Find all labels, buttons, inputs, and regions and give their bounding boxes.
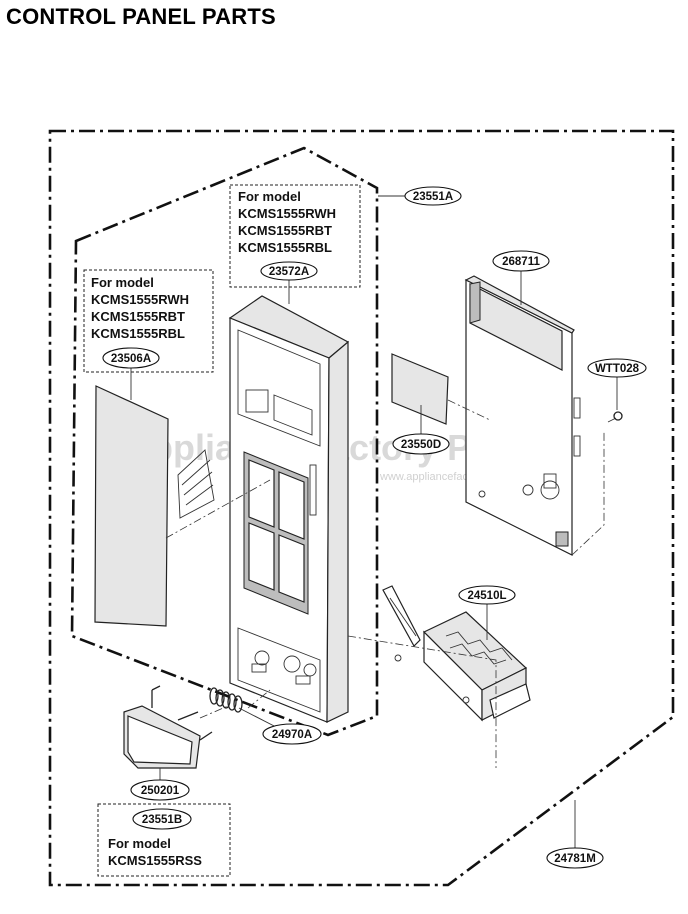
svg-text:23506A: 23506A: [111, 353, 151, 365]
note-top-model-3: KCMS1555RBL: [238, 240, 332, 255]
part-23506A-overlay: [94, 385, 215, 627]
model-note-box-bottom: [97, 803, 231, 877]
note-left-model-1: KCMS1555RWH: [91, 292, 189, 307]
part-23572A-panel-frame: [228, 295, 350, 723]
part-label-WTT028: WTT028: [587, 358, 647, 378]
svg-text:268711: 268711: [502, 256, 540, 268]
part-label-23506A: 23506A: [102, 347, 160, 369]
note-top-model-2: KCMS1555RBT: [238, 223, 332, 238]
svg-text:250201: 250201: [141, 785, 180, 797]
part-WTT028-screw: [607, 411, 623, 423]
note-bottom-model-1: KCMS1555RSS: [108, 853, 202, 868]
note-bottom-heading: For model: [108, 836, 171, 851]
assembly-line-latch: [347, 635, 497, 768]
assembly-boundary-inner: [70, 146, 379, 737]
note-left-heading: For model: [91, 275, 154, 290]
part-23550D-window: [391, 353, 449, 425]
part-24510L-latch-lever: [382, 585, 531, 722]
part-label-23551B: 23551B: [132, 808, 192, 830]
assembly-line-window: [447, 399, 491, 421]
note-top-model-1: KCMS1555RWH: [238, 206, 336, 221]
svg-text:23550D: 23550D: [401, 439, 441, 451]
svg-text:23551B: 23551B: [142, 814, 182, 826]
assembly-boundary-outer: [48, 129, 675, 887]
leader-24970A: [238, 707, 279, 729]
note-left-model-3: KCMS1555RBL: [91, 326, 185, 341]
part-label-23550D: 23550D: [392, 433, 450, 455]
part-label-24970A: 24970A: [262, 723, 322, 745]
part-24970A-spring: [209, 687, 243, 713]
part-label-23551A: 23551A: [404, 186, 462, 206]
part-label-24510L: 24510L: [458, 585, 516, 605]
page-title: CONTROL PANEL PARTS: [6, 4, 276, 29]
assembly-line-button: [199, 689, 271, 719]
part-268711-pcb: [464, 275, 581, 556]
model-note-box-top: [229, 184, 361, 288]
svg-text:23551A: 23551A: [413, 191, 453, 203]
svg-text:WTT028: WTT028: [595, 363, 640, 375]
svg-text:24781M: 24781M: [554, 853, 596, 865]
svg-text:23572A: 23572A: [269, 266, 309, 278]
svg-text:24970A: 24970A: [272, 729, 312, 741]
part-250201-door-button: [123, 685, 213, 769]
note-top-heading: For model: [238, 189, 301, 204]
note-left-model-2: KCMS1555RBT: [91, 309, 185, 324]
part-label-250201: 250201: [130, 779, 190, 801]
model-note-box-left: [83, 269, 214, 373]
part-label-23572A: 23572A: [260, 261, 318, 281]
svg-text:24510L: 24510L: [467, 590, 506, 602]
part-label-268711: 268711: [492, 250, 550, 272]
part-label-24781M: 24781M: [546, 847, 604, 869]
assembly-line-overlay: [165, 479, 271, 539]
assembly-line-pcb: [571, 432, 605, 556]
